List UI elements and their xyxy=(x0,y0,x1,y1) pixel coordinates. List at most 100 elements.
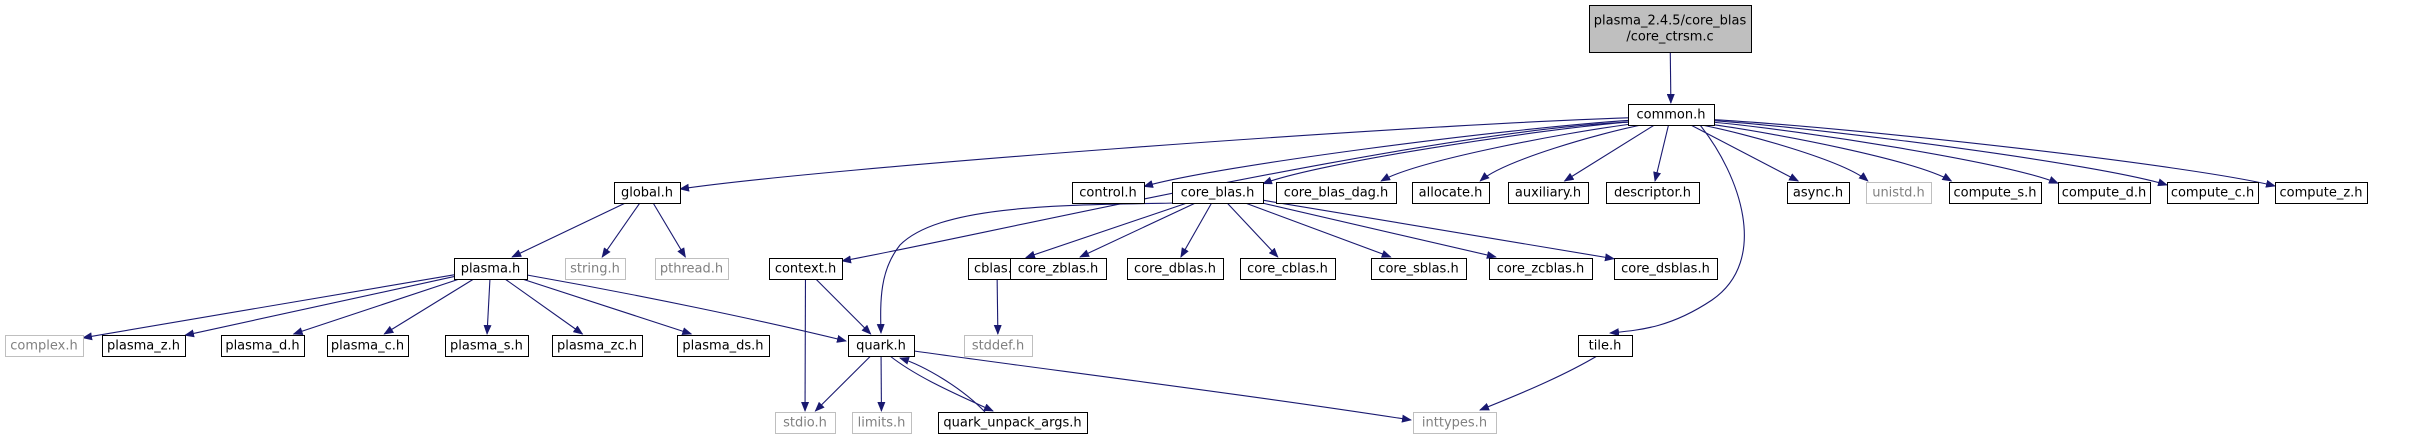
edge-global-to-plasma xyxy=(511,202,626,258)
node-label: plasma_s.h xyxy=(450,339,523,354)
node-compute-d[interactable]: compute_d.h xyxy=(2058,182,2151,204)
edge-global-to-string xyxy=(601,202,641,258)
node-limits[interactable]: limits.h xyxy=(852,412,912,434)
node-control[interactable]: control.h xyxy=(1072,182,1145,204)
node-stddef[interactable]: stddef.h xyxy=(964,335,1033,357)
edge-core_blas-to-core_cblas xyxy=(1226,202,1279,258)
node-label: core_dblas.h xyxy=(1134,262,1216,277)
node-label: tile.h xyxy=(1589,339,1622,354)
node-box xyxy=(1172,182,1264,204)
node-core-zblas[interactable]: core_zblas.h xyxy=(1010,258,1107,280)
node-box xyxy=(1489,258,1593,280)
node-context[interactable]: context.h xyxy=(769,258,843,280)
node-common[interactable]: common.h xyxy=(1628,104,1715,126)
node-quark-unpack-args[interactable]: quark_unpack_args.h xyxy=(938,412,1088,434)
node-tile[interactable]: tile.h xyxy=(1578,335,1633,357)
node-label: unistd.h xyxy=(1872,186,1925,201)
node-box xyxy=(552,335,643,357)
node-unistd[interactable]: unistd.h xyxy=(1866,182,1932,204)
node-stdio[interactable]: stdio.h xyxy=(775,412,836,434)
node-label: string.h xyxy=(570,262,620,277)
node-box xyxy=(1072,182,1145,204)
edge-core_blas-to-core_dblas xyxy=(1180,202,1213,258)
node-box xyxy=(655,258,729,280)
node-plasma-d[interactable]: plasma_d.h xyxy=(221,335,305,357)
node-plasma-zc[interactable]: plasma_zc.h xyxy=(552,335,643,357)
node-compute-s[interactable]: compute_s.h xyxy=(1949,182,2042,204)
node-box xyxy=(1949,182,2042,204)
node-box xyxy=(102,335,186,357)
edge-common-to-allocate xyxy=(1479,124,1642,182)
node-label: core_zblas.h xyxy=(1018,262,1098,277)
node-core-cblas[interactable]: core_cblas.h xyxy=(1240,258,1336,280)
edge-quark-to-quark_unpack_args xyxy=(889,355,994,412)
edge-common-to-compute_d xyxy=(1713,121,2059,184)
node-box xyxy=(454,258,528,280)
node-plasma-c[interactable]: plasma_c.h xyxy=(327,335,409,357)
node-plasma-ds[interactable]: plasma_ds.h xyxy=(677,335,770,357)
node-pthread[interactable]: pthread.h xyxy=(655,258,729,280)
node-label: quark_unpack_args.h xyxy=(943,416,1081,431)
node-box xyxy=(677,335,770,357)
node-auxiliary[interactable]: auxiliary.h xyxy=(1508,182,1589,204)
node-label: async.h xyxy=(1793,186,1843,201)
edge-core_blas-to-quark xyxy=(876,202,1178,334)
node-box xyxy=(775,412,836,434)
node-box xyxy=(1240,258,1336,280)
node-allocate[interactable]: allocate.h xyxy=(1412,182,1490,204)
node-box xyxy=(1628,104,1715,126)
edge-core_blas-to-core_dsblas xyxy=(1262,199,1615,262)
node-box xyxy=(565,258,626,280)
node-label: complex.h xyxy=(10,339,77,354)
node-global[interactable]: global.h xyxy=(614,182,681,204)
node-core-sblas[interactable]: core_sblas.h xyxy=(1371,258,1467,280)
node-label: plasma_zc.h xyxy=(557,339,637,354)
edge-quark_unpack_args-to-quark xyxy=(899,356,986,413)
node-core-dsblas[interactable]: core_dsblas.h xyxy=(1614,258,1718,280)
node-string[interactable]: string.h xyxy=(565,258,626,280)
node-box xyxy=(769,258,843,280)
node-compute-c[interactable]: compute_c.h xyxy=(2167,182,2259,204)
edge-context-to-quark xyxy=(815,278,872,335)
node-label: compute_s.h xyxy=(1954,186,2037,201)
node-label: plasma_c.h xyxy=(331,339,404,354)
node-plasma[interactable]: plasma.h xyxy=(454,258,528,280)
node-core-dblas[interactable]: core_dblas.h xyxy=(1127,258,1224,280)
node-box xyxy=(445,335,529,357)
node-inttypes[interactable]: inttypes.h xyxy=(1413,412,1497,434)
node-complex[interactable]: complex.h xyxy=(5,335,84,357)
node-async[interactable]: async.h xyxy=(1787,182,1850,204)
edge-plasma-to-complex xyxy=(82,274,455,341)
node-label: core_cblas.h xyxy=(1247,262,1328,277)
node-box xyxy=(1578,335,1633,357)
edge-plasma-to-plasma_c xyxy=(383,278,475,335)
node-descriptor[interactable]: descriptor.h xyxy=(1606,182,1700,204)
node-box xyxy=(1614,258,1718,280)
node-plasma-s[interactable]: plasma_s.h xyxy=(445,335,529,357)
node-core-zcblas[interactable]: core_zcblas.h xyxy=(1489,258,1593,280)
node-label: stddef.h xyxy=(972,339,1024,354)
node-label: plasma_d.h xyxy=(225,339,299,354)
edge-common-to-core_blas xyxy=(1262,121,1629,185)
edge-quark-to-stdio xyxy=(814,355,872,412)
node-box xyxy=(852,412,912,434)
node-core-blas-dag[interactable]: core_blas_dag.h xyxy=(1276,182,1397,204)
node-box xyxy=(848,335,915,357)
node-box xyxy=(1787,182,1850,204)
edge-core_blas-to-core_zblas xyxy=(1079,202,1196,258)
nodes-layer: plasma_2.4.5/core_blas/core_ctrsm.ccommo… xyxy=(5,5,2368,434)
node-label: plasma_2.4.5/core_blas xyxy=(1594,14,1747,29)
node-label: /core_ctrsm.c xyxy=(1626,30,1713,45)
node-quark[interactable]: quark.h xyxy=(848,335,915,357)
node-core-blas[interactable]: core_blas.h xyxy=(1172,182,1264,204)
node-plasma-z[interactable]: plasma_z.h xyxy=(102,335,186,357)
edge-common-to-tile xyxy=(1609,124,1745,337)
edge-common-to-unistd xyxy=(1701,124,1869,182)
node-compute-z[interactable]: compute_z.h xyxy=(2275,182,2368,204)
node-label: cblas.h xyxy=(974,262,1020,277)
node-box xyxy=(938,412,1088,434)
node-label: global.h xyxy=(621,186,673,201)
node-box xyxy=(1589,5,1752,53)
node-box xyxy=(327,335,409,357)
node-label: compute_c.h xyxy=(2171,186,2254,201)
